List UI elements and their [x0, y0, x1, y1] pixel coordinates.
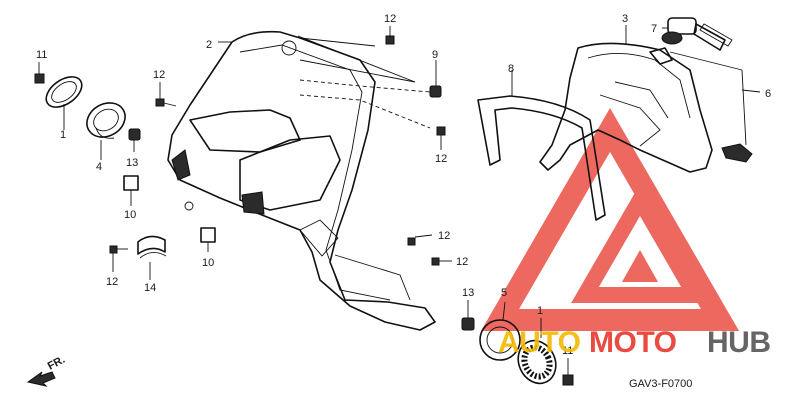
callout-13-bottom: 13: [462, 287, 474, 299]
leader-2-to-9: [297, 35, 416, 83]
callout-12-center-b: 12: [456, 256, 468, 268]
part-4-cap: [86, 102, 126, 160]
part-11-screw-bottom: [562, 358, 574, 386]
watermark-moto: MOTO: [589, 326, 677, 359]
part-12-bolt-top-center: [385, 26, 395, 45]
direction-label: FR.: [46, 354, 67, 373]
callout-1-bottom: 1: [537, 305, 543, 317]
part-13-nut-left: [128, 128, 141, 152]
callout-8: 8: [508, 63, 514, 75]
callout-6: 6: [765, 88, 771, 100]
watermark-auto: AUTO: [498, 326, 581, 359]
part-12-bolt-left-top: [155, 82, 177, 107]
part-1-top-disc: [45, 76, 83, 130]
callout-12-center-a: 12: [438, 230, 450, 242]
watermark-text: AUTO MOTO HUB: [498, 326, 771, 359]
part-3-rack: [539, 25, 713, 173]
part-5-ring: [479, 301, 521, 361]
callout-labels: 11 1 4 13 12 10 10 12 14 2 12 9 12 12 12…: [36, 13, 771, 390]
callout-11-left: 11: [36, 49, 47, 61]
part-9-bolt: [429, 60, 442, 98]
callout-13-left: 13: [126, 157, 138, 169]
callout-4: 4: [96, 161, 102, 173]
part-1-grille: [517, 318, 557, 385]
figure-code: GAV3-F0700: [629, 378, 692, 390]
callout-12-bottom-left: 12: [106, 276, 118, 288]
callout-5: 5: [501, 287, 507, 299]
part-12-screw-lower-left: [109, 245, 128, 272]
callout-2: 2: [206, 39, 212, 51]
callout-12-top: 12: [384, 13, 396, 25]
part-10-clip-upper: [123, 175, 139, 206]
part-7-key-lock: [661, 17, 733, 51]
watermark-hub: HUB: [707, 326, 771, 359]
callout-7: 7: [651, 23, 657, 35]
part-2-inner-cover: [167, 30, 436, 331]
watermark-triangle-inner: [571, 184, 709, 303]
watermark-logo: [480, 108, 740, 331]
callout-14: 14: [144, 282, 156, 294]
part-13-nut-bottom: [461, 300, 475, 331]
part-11-screw-left: [34, 62, 45, 84]
callout-11-bottom: 11: [562, 345, 573, 357]
callout-10-lower: 10: [202, 257, 214, 269]
callout-12-left: 12: [153, 69, 165, 81]
part-12-screw-center-a: [407, 234, 433, 246]
part-12-bolt-right-mid: [436, 126, 446, 150]
leader-dash-12-mid: [299, 94, 431, 129]
watermark-triangle-core: [622, 250, 658, 282]
front-direction-arrow: [26, 371, 56, 387]
part-10-clip-lower: [200, 227, 216, 252]
callout-10-upper: 10: [124, 209, 136, 221]
part-6-bracket: [649, 47, 761, 163]
callout-9: 9: [432, 49, 438, 61]
part-8-rail: [477, 70, 606, 221]
part-14-band: [137, 235, 167, 280]
watermark-triangle-outer: [480, 108, 740, 331]
part-12-screw-center-b: [431, 257, 452, 266]
callout-1-top: 1: [60, 129, 66, 141]
callout-12-right-mid: 12: [435, 153, 447, 165]
leader-2-to-12-top: [299, 37, 376, 47]
callout-3: 3: [622, 13, 628, 25]
